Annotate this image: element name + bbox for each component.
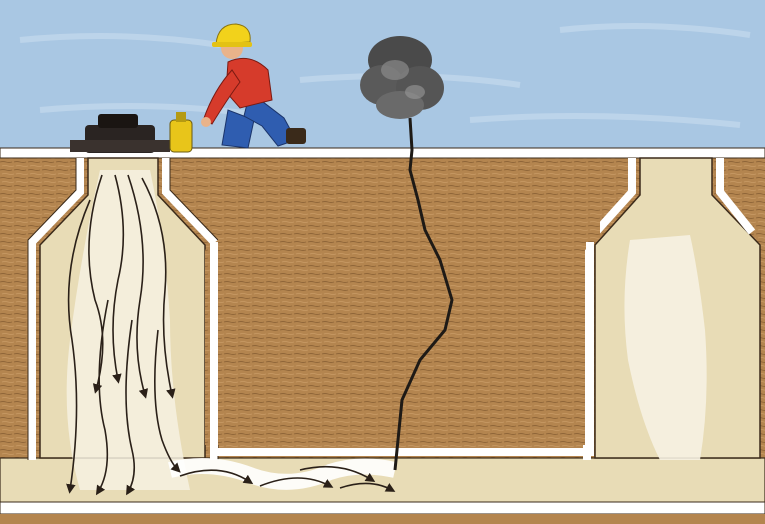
pipe-wall-bottom <box>0 502 765 514</box>
bedrock <box>0 514 765 524</box>
